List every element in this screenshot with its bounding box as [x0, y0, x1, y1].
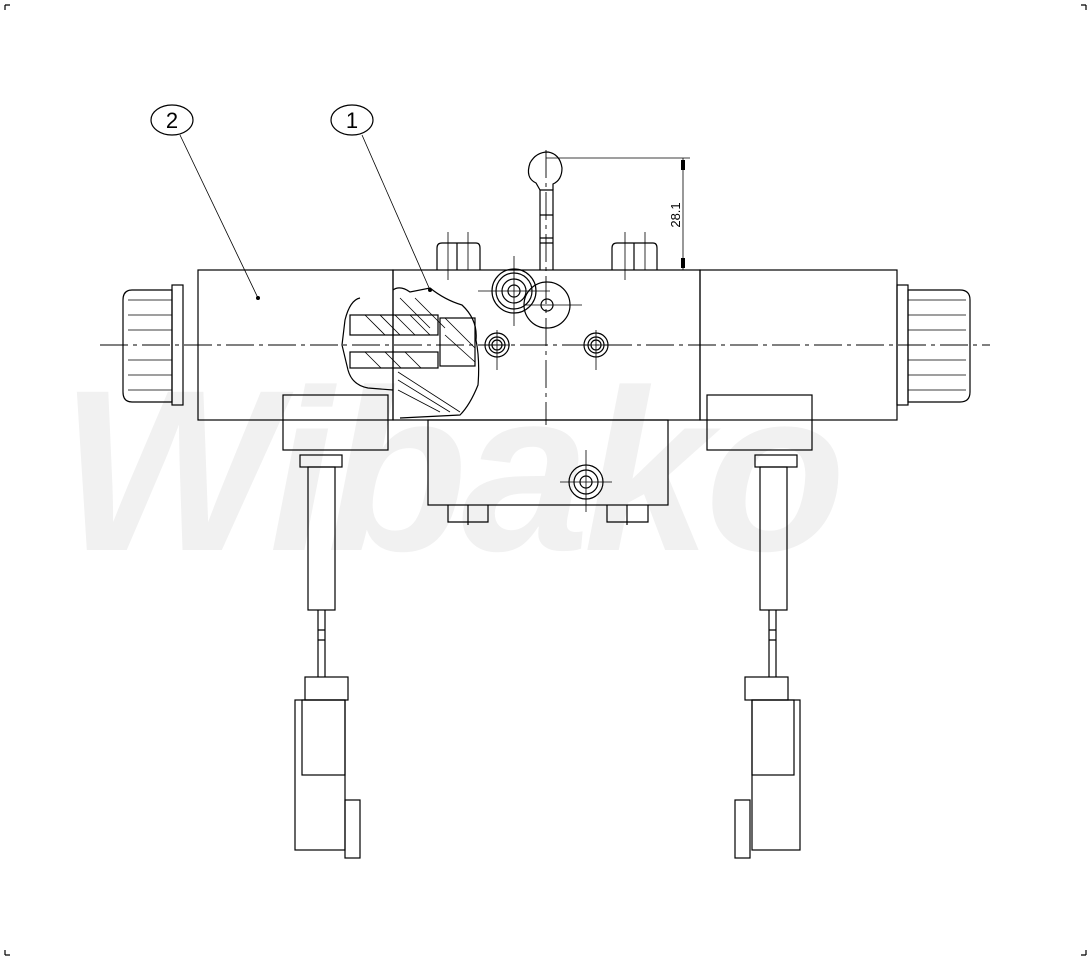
balloon-1: 1	[330, 104, 432, 292]
left-connector	[282, 394, 389, 859]
balloon-2: 2	[150, 104, 259, 299]
subplate	[427, 419, 669, 525]
corner-marks	[4, 4, 1087, 956]
right-connector	[706, 394, 813, 859]
watermark-logo: Wibako	[60, 342, 840, 599]
valve-block	[341, 150, 701, 425]
balloon-label: 1	[346, 108, 358, 133]
dimension-value: 28.1	[668, 202, 683, 227]
balloon-label: 2	[166, 108, 178, 133]
dimension-28-1: 28.1	[546, 157, 690, 270]
